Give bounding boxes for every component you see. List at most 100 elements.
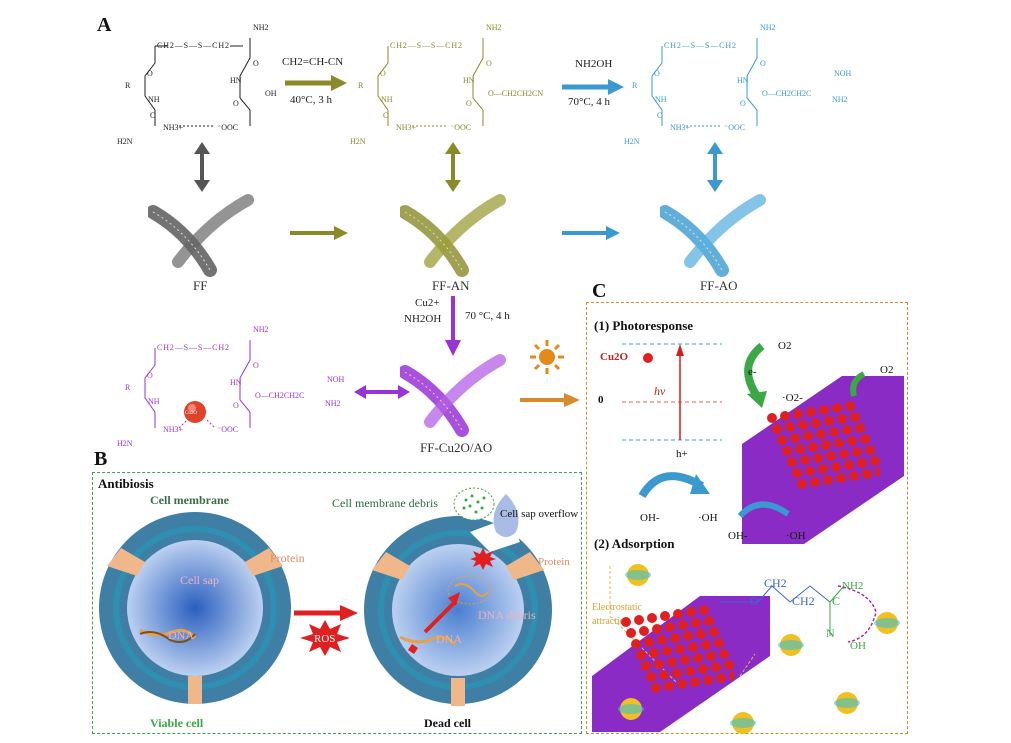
cu2o-nanoparticle [621, 617, 631, 627]
cu2o-nanoparticle [664, 681, 674, 691]
cu2o-nanoparticle [631, 639, 641, 649]
cu2o-nanoparticle [860, 434, 870, 444]
cu2o-nanoparticle [826, 451, 836, 461]
cu2o-nanoparticle [714, 638, 724, 648]
cu2o-nanoparticle [772, 424, 782, 434]
cu2o-nanoparticle [767, 413, 777, 423]
nh2-text: NH2 [486, 23, 502, 32]
h2n-text: H2N [624, 137, 640, 146]
ss-bridge-text: CH2—S—S—CH2 [157, 41, 229, 50]
ooc-text: ⁻OOC [450, 123, 471, 132]
cu2o-nanoparticle [857, 458, 867, 468]
ffao-label: FF-AO [700, 278, 738, 293]
oh-text: OH [265, 89, 277, 98]
panel-label-c: C [592, 280, 607, 302]
ion-icon [625, 564, 651, 586]
cu2o-nanoparticle [670, 633, 680, 643]
cu2o-nanoparticle [818, 464, 828, 474]
cu2o-nanoparticle [829, 427, 839, 437]
noh-text: NOH [834, 69, 852, 78]
chem-ch2-label: CH2 [764, 576, 787, 590]
ion-icon [874, 612, 900, 634]
cu2o-particle-grid-2 [621, 605, 734, 693]
panel-c-frame [586, 302, 908, 734]
r-text: R [125, 383, 131, 392]
ff-cu-structure: CH2—S—S—CH2 NH2 O O R NH HN O—CH2CH2C NO… [117, 325, 345, 448]
nh3-text: NH3+ [396, 123, 417, 132]
ao-chain-text: O—CH2CH2C [255, 391, 304, 400]
cu2o-nanoparticle [810, 477, 820, 487]
cu2o-nanoparticle [678, 620, 688, 630]
cell-sap-label: Cell sap [180, 573, 219, 587]
hn-text: HN [230, 76, 242, 85]
ss-bridge-text: CH2—S—S—CH2 [390, 41, 462, 50]
cu2o-nanoparticle [862, 469, 872, 479]
protein-label: Protein [270, 551, 305, 565]
cu2o-particle-text: Cu2O [185, 411, 197, 416]
cu2o-nanoparticle [806, 407, 816, 417]
r-text: R [358, 81, 364, 90]
reaction2-arrow [562, 79, 624, 95]
cu2o-nanoparticle [852, 447, 862, 457]
dead-cell [364, 516, 552, 706]
dna-debris-label: DNA debris [478, 608, 536, 622]
double-arrow-ffan [445, 142, 461, 192]
sap-overflow-drop [493, 494, 519, 537]
cu2o-nanoparticle [797, 479, 807, 489]
cu2o-nanoparticle [683, 631, 693, 641]
cu2o-nanoparticle [875, 467, 880, 477]
cu2o-nanoparticle [729, 671, 734, 681]
cu2o-nanoparticle [701, 640, 711, 650]
ao-chain-text: O—CH2CH2C [762, 89, 811, 98]
cu2o-nanoparticle [706, 651, 716, 661]
membrane-debris-label: Cell membrane debris [332, 496, 438, 510]
cu2o-nanoparticle [855, 423, 865, 433]
oh-radical-label-2: ·OH [786, 530, 806, 542]
nh2-text: NH2 [760, 23, 776, 32]
o-text: O [383, 111, 389, 120]
dna-label: DNA [168, 628, 194, 642]
cu2o-nanoparticle [780, 411, 790, 421]
nh2-text: NH2 [253, 23, 269, 32]
fiber-arrow-2 [562, 226, 620, 240]
cu2o-nanoparticle [698, 664, 708, 674]
ffan-label: FF-AN [432, 278, 470, 293]
ff-ao-structure: CH2—S—S—CH2 NH2 O O R NH HN O—CH2CH2C NO… [624, 23, 852, 146]
ion-icon [730, 712, 756, 734]
reaction1-reagent: CH2=CH-CN [282, 56, 344, 68]
light-arrow [520, 393, 580, 407]
cu2o-nanoparticle [837, 414, 847, 424]
cu2o-nanoparticle [785, 422, 795, 432]
h2n-text: H2N [117, 137, 133, 146]
cu2o-nanoparticle [704, 616, 714, 626]
cu2o-nanoparticle [870, 456, 880, 466]
hv-label: hv [654, 384, 666, 398]
o-text: O [760, 59, 766, 68]
r-text: R [632, 81, 638, 90]
cu2o-nanoparticle [805, 466, 815, 476]
o-text: O [253, 59, 259, 68]
adsorption-title: (2) Adsorption [594, 536, 675, 551]
cu2o-nanoparticle [680, 655, 690, 665]
ff-label: FF [193, 278, 208, 293]
kill-arrow [294, 605, 358, 621]
cell-membrane-label: Cell membrane [150, 493, 229, 507]
ros-burst-icon: ROS [300, 620, 350, 656]
cu2o-nanoparticle [836, 473, 846, 483]
sun-icon [530, 340, 564, 374]
reaction1-arrow [285, 75, 347, 91]
cu2o-nanoparticle [711, 662, 721, 672]
ffao-fiber-image [660, 194, 766, 277]
nh-text: NH [655, 95, 667, 104]
ooc-text: ⁻OOC [217, 123, 238, 132]
cu2o-nanoparticle [787, 457, 797, 467]
cu2o-nanoparticle [808, 442, 818, 452]
cu2o-nanoparticle [849, 471, 859, 481]
cu2o-nanoparticle [819, 405, 829, 415]
dna-label-2: DNA [436, 632, 462, 646]
panel-b-frame [92, 472, 582, 734]
cu2o-particle-grid [767, 401, 880, 489]
nh-text: NH [148, 397, 160, 406]
cu2o-nanoparticle [798, 420, 808, 430]
chem-c-label: C [832, 594, 841, 608]
